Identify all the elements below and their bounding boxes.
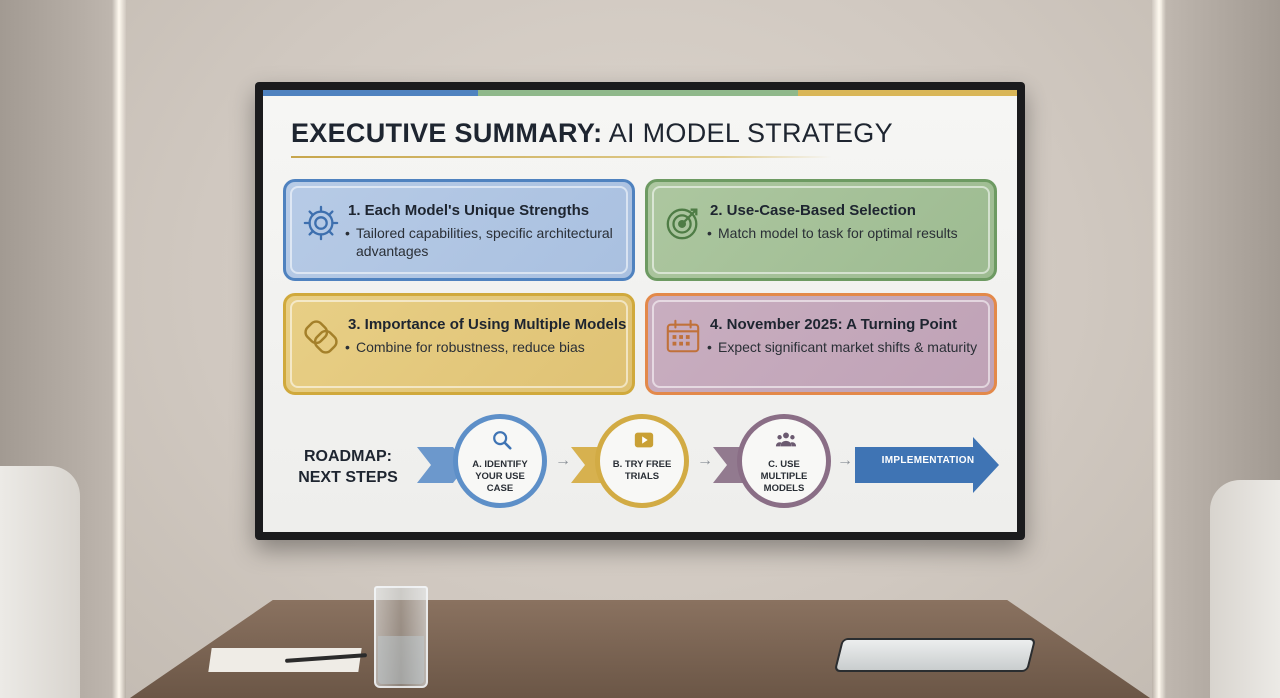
card-heading: 4. November 2025: A Turning Point xyxy=(710,316,957,333)
summary-card-2: 2. Use-Case-Based Selection Match model … xyxy=(645,179,997,281)
card-heading: 2. Use-Case-Based Selection xyxy=(710,202,916,219)
interlocking-rings-icon xyxy=(304,320,338,354)
right-chair xyxy=(1210,480,1280,698)
target-icon xyxy=(666,208,698,240)
step-label: C. USE MULTIPLE MODELS xyxy=(760,459,808,494)
card-bullet: Match model to task for optimal results xyxy=(707,224,978,242)
calendar-icon xyxy=(666,319,700,353)
presentation-slide: EXECUTIVE SUMMARY: AI MODEL STRATEGY 1 xyxy=(263,90,1017,532)
card-bullet: Expect significant market shifts & matur… xyxy=(707,338,978,356)
slide-title-bold: EXECUTIVE SUMMARY: xyxy=(291,118,603,148)
roadmap-label: ROADMAP: NEXT STEPS xyxy=(285,446,411,488)
summary-card-3: 3. Importance of Using Multiple Models C… xyxy=(283,293,635,395)
card-bullet: Combine for robustness, reduce bias xyxy=(345,338,616,356)
slide-title: EXECUTIVE SUMMARY: AI MODEL STRATEGY xyxy=(291,118,893,149)
slide-accent-bar xyxy=(263,90,1017,96)
play-button-icon xyxy=(634,432,654,448)
implementation-label: IMPLEMENTATION xyxy=(881,455,975,466)
title-underline xyxy=(291,156,831,158)
magnifier-icon xyxy=(493,431,512,450)
arrow-implementation xyxy=(855,437,999,493)
roadmap-step-a: A. IDENTIFY YOUR USE CASE xyxy=(453,414,547,508)
gear-icon xyxy=(303,205,339,241)
summary-card-1: 1. Each Model's Unique Strengths Tailore… xyxy=(283,179,635,281)
left-chair xyxy=(0,466,80,698)
people-group-icon xyxy=(775,432,797,447)
tablet-device xyxy=(833,638,1037,672)
summary-card-4: 4. November 2025: A Turning Point Expect… xyxy=(645,293,997,395)
card-heading: 1. Each Model's Unique Strengths xyxy=(348,202,590,219)
chevron-right-icon: → xyxy=(837,452,853,469)
card-heading: 3. Importance of Using Multiple Models xyxy=(348,316,627,333)
chevron-right-icon: → xyxy=(555,452,571,469)
step-label: A. IDENTIFY YOUR USE CASE xyxy=(472,459,528,494)
card-bullet: Tailored capabilities, specific architec… xyxy=(345,224,616,260)
slide-title-light: AI MODEL STRATEGY xyxy=(602,118,893,148)
right-light-strip xyxy=(1152,0,1166,698)
roadmap-step-b: B. TRY FREE TRIALS xyxy=(595,414,689,508)
chevron-right-icon: → xyxy=(697,452,713,469)
wall-mounted-tv: EXECUTIVE SUMMARY: AI MODEL STRATEGY 1 xyxy=(255,82,1025,540)
roadmap-label-line1: ROADMAP: xyxy=(304,448,392,465)
step-label: B. TRY FREE TRIALS xyxy=(612,459,672,482)
roadmap-step-c: C. USE MULTIPLE MODELS xyxy=(737,414,831,508)
roadmap-label-line2: NEXT STEPS xyxy=(298,469,398,486)
water-glass xyxy=(374,586,428,688)
left-light-strip xyxy=(112,0,126,698)
